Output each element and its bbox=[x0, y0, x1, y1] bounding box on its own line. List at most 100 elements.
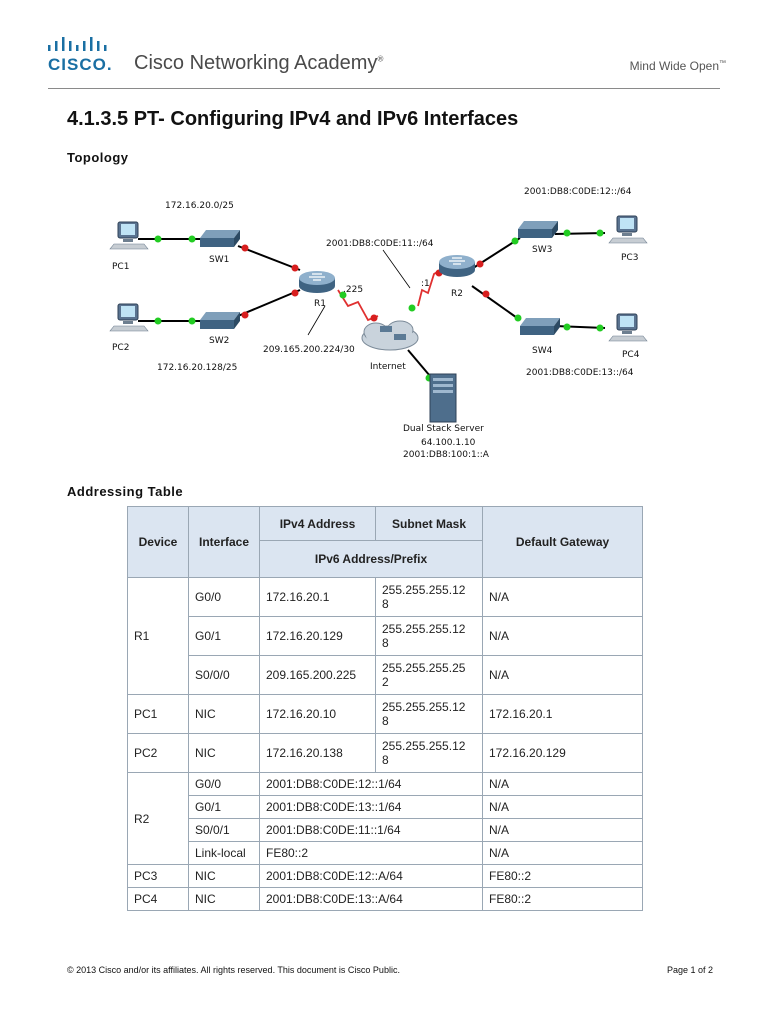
addressing-heading: Addressing Table bbox=[67, 484, 184, 499]
cell-gateway: N/A bbox=[482, 841, 643, 865]
cell-interface: NIC bbox=[188, 887, 260, 911]
switch-icon bbox=[200, 230, 240, 247]
server-icon bbox=[429, 373, 457, 423]
label-r2-host: :1 bbox=[421, 279, 430, 289]
cisco-logo-text: CISCO. bbox=[48, 55, 113, 74]
cell-ipv6: 2001:DB8:C0DE:13::A/64 bbox=[259, 887, 483, 911]
cell-gateway: N/A bbox=[482, 655, 643, 695]
addressing-table: Device Interface IPv4 Address Subnet Mas… bbox=[127, 506, 643, 911]
page-title: 4.1.3.5 PT- Configuring IPv4 and IPv6 In… bbox=[67, 108, 519, 130]
cell-device: R1 bbox=[127, 577, 189, 695]
table-header-row: IPv6 Address/Prefix bbox=[128, 540, 643, 578]
internet-cloud-icon bbox=[361, 320, 419, 351]
port-up-indicator bbox=[511, 237, 519, 245]
callout-wan-v4 bbox=[307, 305, 326, 336]
table-header-row: Device Interface IPv4 Address Subnet Mas… bbox=[127, 506, 643, 578]
link-internet-server bbox=[407, 349, 431, 377]
cell-ipv4: 172.16.20.10 bbox=[259, 694, 376, 734]
cell-ipv6: 2001:DB8:C0DE:13::1/64 bbox=[259, 795, 483, 819]
copyright-footer: © 2013 Cisco and/or its affiliates. All … bbox=[67, 965, 400, 975]
cisco-logo-bars bbox=[48, 37, 107, 51]
header-device: Device bbox=[127, 506, 189, 578]
label-server-ipv6: 2001:DB8:100:1::A bbox=[403, 450, 490, 460]
cell-device: PC2 bbox=[127, 733, 189, 773]
port-down-indicator bbox=[482, 290, 490, 298]
tagline: Mind Wide Open™ bbox=[629, 59, 726, 73]
cell-interface: G0/0 bbox=[188, 772, 260, 796]
header-ipv4: IPv4 Address bbox=[259, 506, 376, 541]
table-row: PC4 NIC 2001:DB8:C0DE:13::A/64 FE80::2 bbox=[127, 887, 643, 911]
label-r2: R2 bbox=[451, 289, 463, 299]
cell-gateway: N/A bbox=[482, 772, 643, 796]
pc-icon bbox=[109, 303, 149, 332]
cell-ipv6: 2001:DB8:C0DE:12::A/64 bbox=[259, 864, 483, 888]
header-subnet-mask: Subnet Mask bbox=[375, 506, 483, 541]
label-wan-ipv4: 209.165.200.224/30 bbox=[263, 345, 355, 355]
cell-device: R2 bbox=[127, 772, 189, 865]
link-r2-sw4 bbox=[471, 285, 521, 321]
port-down-indicator bbox=[241, 311, 249, 319]
academy-name: Cisco Networking Academy® bbox=[134, 52, 384, 74]
link-sw1-r1 bbox=[237, 245, 301, 271]
topology-heading: Topology bbox=[67, 150, 129, 165]
port-up-indicator bbox=[154, 235, 162, 243]
label-pc1: PC1 bbox=[112, 262, 129, 272]
cell-ipv4: 172.16.20.138 bbox=[259, 733, 376, 773]
cell-gateway: FE80::2 bbox=[482, 887, 643, 911]
header-divider bbox=[48, 88, 720, 89]
port-up-indicator bbox=[188, 317, 196, 325]
label-lan1-network: 172.16.20.0/25 bbox=[165, 201, 234, 211]
cell-ipv4: 172.16.20.129 bbox=[259, 616, 376, 656]
cell-ipv4: 209.165.200.225 bbox=[259, 655, 376, 695]
cell-interface: NIC bbox=[188, 864, 260, 888]
cell-interface: NIC bbox=[188, 733, 260, 773]
pc-icon bbox=[608, 215, 648, 244]
router-icon bbox=[439, 255, 475, 277]
label-internet: Internet bbox=[370, 362, 406, 372]
header-ipv6: IPv6 Address/Prefix bbox=[259, 540, 483, 578]
switch-icon bbox=[520, 318, 560, 335]
label-lan4-network: 2001:DB8:C0DE:13::/64 bbox=[526, 368, 634, 378]
port-up-indicator bbox=[563, 323, 571, 331]
label-sw4: SW4 bbox=[532, 346, 553, 356]
label-sw2: SW2 bbox=[209, 336, 229, 346]
header-interface: Interface bbox=[188, 506, 260, 578]
label-server-ipv4: 64.100.1.10 bbox=[421, 438, 476, 448]
label-pc4: PC4 bbox=[622, 350, 640, 360]
cell-interface: NIC bbox=[188, 694, 260, 734]
cell-interface: G0/0 bbox=[188, 577, 260, 617]
port-down-indicator bbox=[370, 314, 378, 322]
cell-gateway: 172.16.20.1 bbox=[482, 694, 643, 734]
cell-gateway: N/A bbox=[482, 616, 643, 656]
port-up-indicator bbox=[154, 317, 162, 325]
link-sw2-r1 bbox=[237, 289, 301, 317]
cell-device: PC1 bbox=[127, 694, 189, 734]
table-row: R2 G0/0 2001:DB8:C0DE:12::1/64 N/A bbox=[127, 772, 643, 865]
port-down-indicator bbox=[291, 289, 299, 297]
table-row: S0/0/1 2001:DB8:C0DE:11::1/64 N/A bbox=[128, 818, 643, 842]
pc-icon bbox=[109, 221, 149, 250]
table-row: G0/1 2001:DB8:C0DE:13::1/64 N/A bbox=[128, 795, 643, 819]
callout-wan-v6 bbox=[382, 249, 411, 289]
port-up-indicator bbox=[514, 314, 522, 322]
cell-ipv6: FE80::2 bbox=[259, 841, 483, 865]
cell-gateway: N/A bbox=[482, 795, 643, 819]
label-r1: R1 bbox=[314, 299, 326, 309]
port-down-indicator bbox=[291, 264, 299, 272]
cell-ipv6: 2001:DB8:C0DE:12::1/64 bbox=[259, 772, 483, 796]
label-sw3: SW3 bbox=[532, 245, 552, 255]
cell-gateway: N/A bbox=[482, 818, 643, 842]
table-row: Link-local FE80::2 N/A bbox=[128, 841, 643, 865]
port-up-indicator bbox=[596, 324, 604, 332]
port-up-indicator bbox=[563, 229, 571, 237]
label-lan2-network: 172.16.20.128/25 bbox=[157, 363, 237, 373]
cell-interface: S0/0/1 bbox=[188, 818, 260, 842]
